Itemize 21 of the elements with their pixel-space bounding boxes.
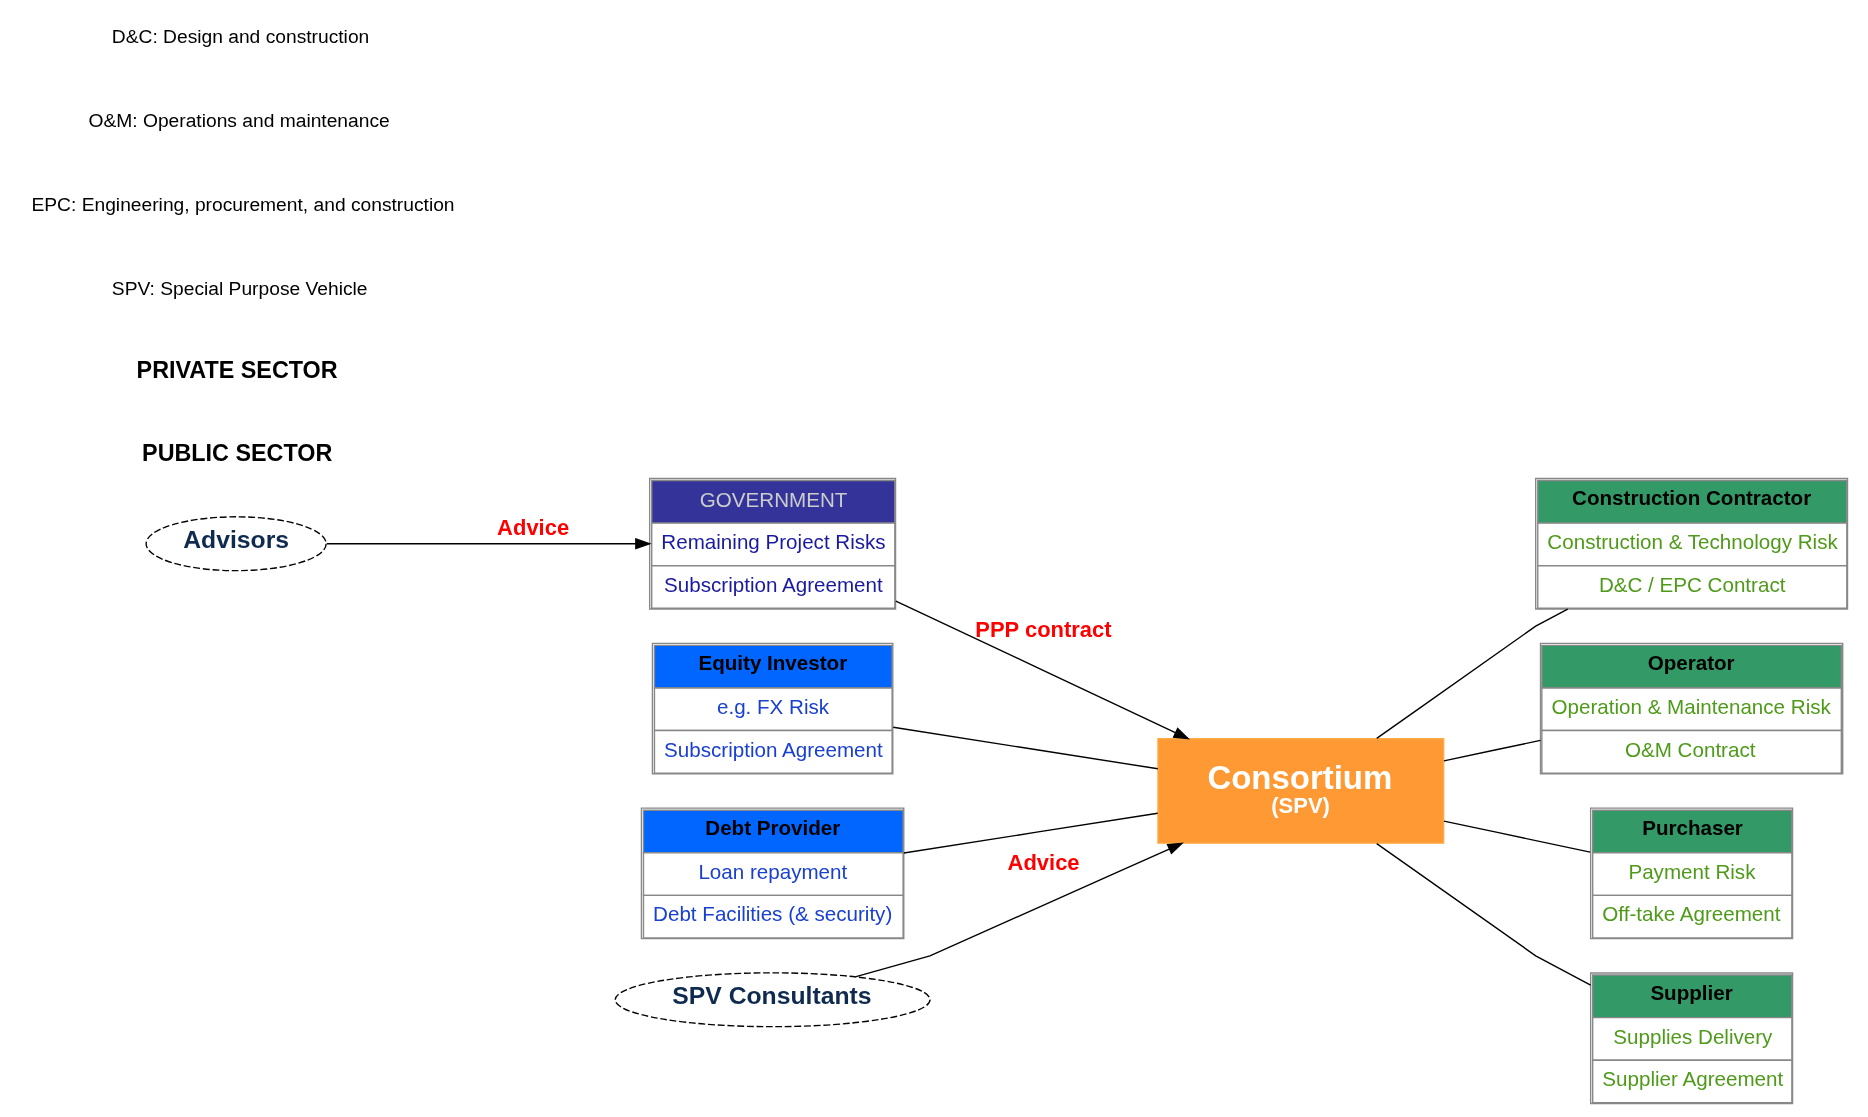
label: PUBLIC SECTOR — [142, 440, 333, 467]
label: SPV: Special Purpose Vehicle — [111, 277, 368, 299]
arrow — [855, 842, 1184, 978]
label: EPC: Engineering, procurement, and construction — [31, 193, 455, 215]
edge-label: PPP contract — [975, 616, 1112, 642]
connector — [1443, 739, 1542, 762]
connector — [903, 812, 1159, 854]
connector — [1376, 608, 1569, 740]
connector — [1376, 842, 1592, 986]
node-box: Consortium (SPV) — [1157, 738, 1445, 844]
node-ellipse: Advisors — [145, 516, 327, 572]
arrow — [895, 600, 1190, 740]
connector — [1443, 820, 1591, 853]
edge-label: Advice — [497, 515, 570, 541]
connector — [892, 726, 1159, 770]
edge-label: Advice — [1007, 850, 1080, 876]
label: PRIVATE SECTOR — [136, 356, 338, 383]
label: O&M: Operations and maintenance — [88, 110, 390, 132]
node-ellipse: SPV Consultants — [614, 972, 931, 1028]
label: D&C: Design and construction — [111, 26, 370, 48]
arrow — [326, 537, 652, 550]
